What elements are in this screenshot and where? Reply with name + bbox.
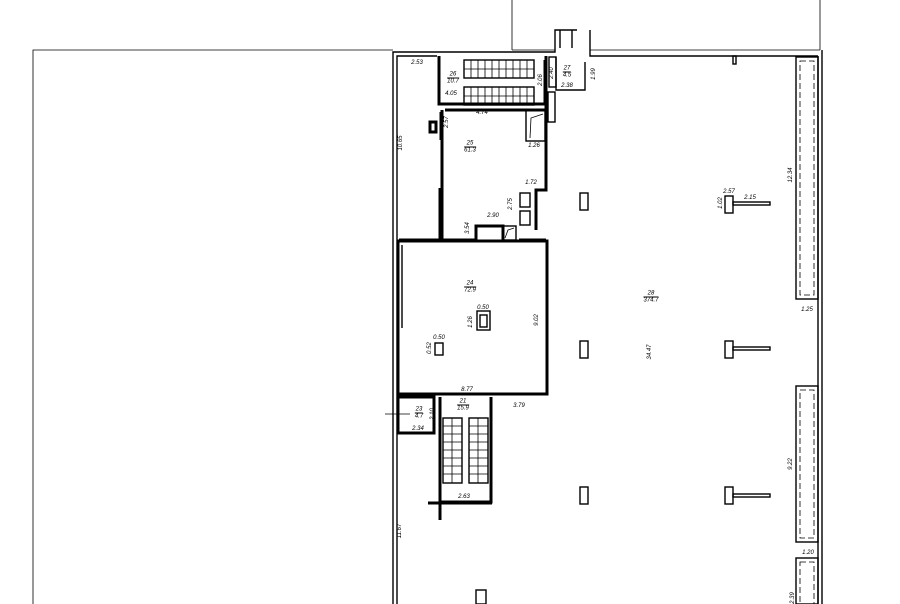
dimension-label: 1.02 xyxy=(718,197,724,209)
room-area: 4.5 xyxy=(562,72,572,79)
room-number: 28 xyxy=(643,291,659,298)
dimension-label: 2.90 xyxy=(487,213,499,219)
dimension-label: 12.34 xyxy=(788,167,794,183)
room-number: 23 xyxy=(414,406,424,414)
room-area: 4.7 xyxy=(414,413,424,420)
dimension-label: 2.40 xyxy=(549,67,555,79)
dimension-label: 1.72 xyxy=(525,180,537,186)
site-outline xyxy=(32,0,821,604)
dimension-label: 2.15 xyxy=(744,195,756,201)
exterior-walls xyxy=(392,29,823,604)
room-number: 27 xyxy=(562,65,572,73)
dimension-label: 1.25 xyxy=(801,307,813,313)
room-number: 24 xyxy=(464,281,476,288)
room-number: 26 xyxy=(447,72,459,79)
dimension-label: 4.05 xyxy=(445,91,457,97)
dimension-label: 9.22 xyxy=(788,458,794,470)
dimension-label: 2.10 xyxy=(430,408,436,420)
room-area: 10.7 xyxy=(447,78,459,85)
room-number: 21 xyxy=(457,399,469,406)
dimension-label: 0.50 xyxy=(477,305,489,311)
dimension-label: 0.50 xyxy=(433,335,445,341)
dimension-label: 2.38 xyxy=(561,83,573,89)
dimension-label: 2.06 xyxy=(538,74,544,86)
dimension-label: 3.54 xyxy=(465,222,471,234)
dimension-label: 1.26 xyxy=(468,316,474,328)
dimension-label: 11.67 xyxy=(397,523,403,539)
dimension-label: 2.63 xyxy=(458,494,470,500)
dimension-label: 8.77 xyxy=(461,387,473,393)
dimension-label: 2.34 xyxy=(412,426,424,432)
room-area: 61.3 xyxy=(464,147,476,154)
dimension-label: 34.47 xyxy=(647,344,653,360)
dimension-label: 3.79 xyxy=(513,403,525,409)
room-area: 374.7 xyxy=(643,297,659,304)
dimension-label: 2.39 xyxy=(790,592,796,604)
dimension-label: 2.57 xyxy=(723,189,735,195)
dimension-label: 2.57 xyxy=(444,116,450,128)
room-area: 72.9 xyxy=(464,287,476,294)
dimension-label: 2.53 xyxy=(411,60,423,66)
dimension-label: 9.02 xyxy=(534,314,540,326)
dimension-label: 2.75 xyxy=(508,198,514,210)
dimension-label: 4.74 xyxy=(476,110,488,116)
dimension-label: 1.20 xyxy=(802,550,814,556)
dimension-label: 1.99 xyxy=(591,68,597,80)
room-area: 15.9 xyxy=(457,405,469,412)
dimension-label: 0.52 xyxy=(427,342,433,354)
dimension-label: 1.26 xyxy=(528,143,540,149)
interior-walls xyxy=(385,56,819,604)
dimension-label: 10.65 xyxy=(398,135,404,151)
room-number: 25 xyxy=(464,141,476,148)
staircase-top xyxy=(463,59,535,106)
